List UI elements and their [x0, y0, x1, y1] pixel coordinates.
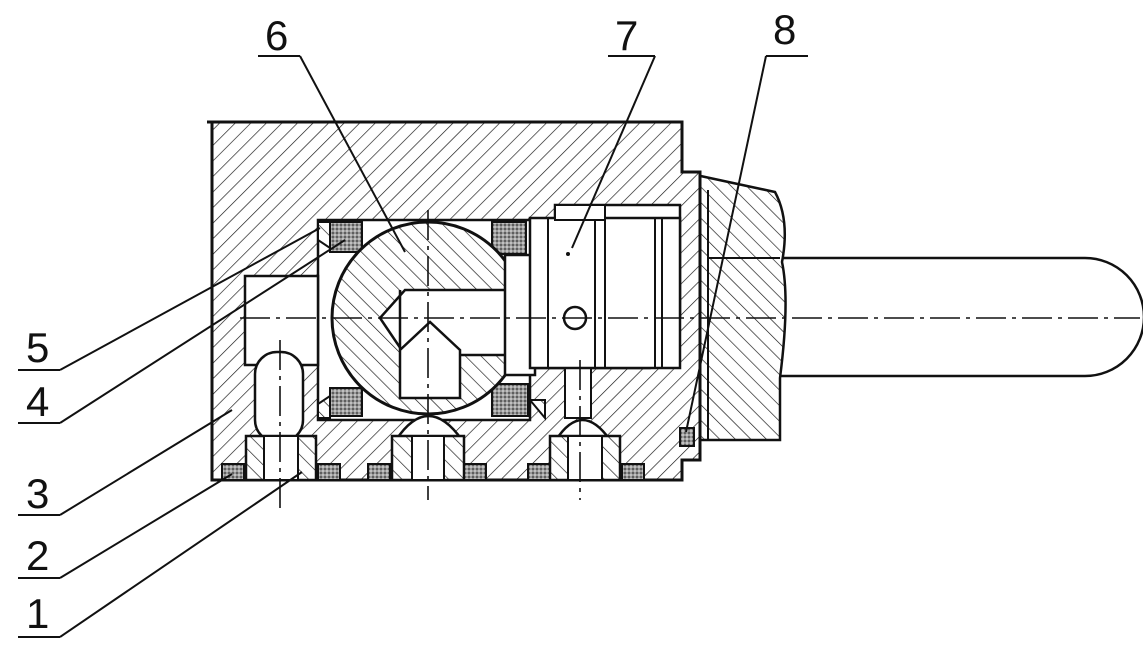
part-label-1: 1 [26, 590, 49, 637]
ball-seat-ring [329, 387, 363, 417]
part-label-2: 2 [26, 532, 49, 579]
valve-handle [778, 256, 1143, 378]
fitting-left [244, 434, 318, 482]
valve-stem [503, 204, 682, 377]
part-label-7: 7 [615, 12, 638, 59]
fitting-right [548, 434, 622, 482]
left-port [243, 274, 320, 367]
part-label-6: 6 [265, 12, 288, 59]
ball-seat-seal [527, 399, 546, 421]
seal-ring [527, 463, 551, 481]
leader-lines [18, 55, 808, 638]
bottom-port-1 [253, 350, 305, 444]
ball-seat-ring [491, 221, 527, 255]
part-label-3: 3 [26, 470, 49, 517]
seal-ring [367, 463, 391, 481]
part-label-5: 5 [26, 324, 49, 371]
seal-ring [463, 463, 487, 481]
part-label-8: 8 [773, 6, 796, 53]
ball-seat-ring [491, 383, 529, 417]
center-lines [240, 210, 1140, 510]
seal-ring [621, 463, 645, 481]
seal-ring [317, 463, 341, 481]
part-label-4: 4 [26, 378, 49, 425]
